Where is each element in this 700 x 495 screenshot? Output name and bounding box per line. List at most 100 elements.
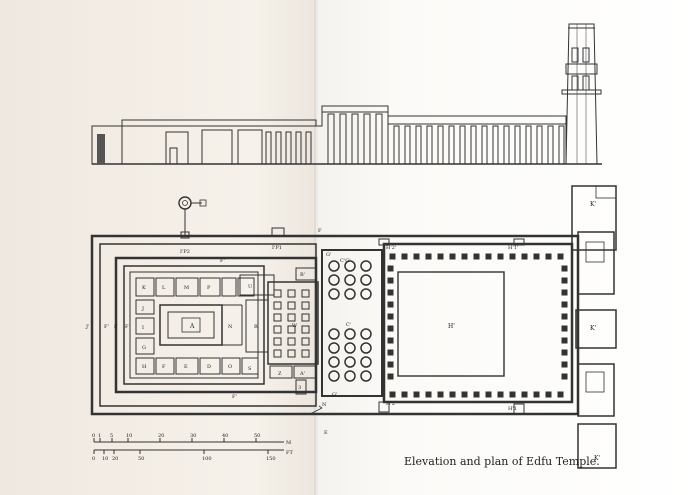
label-3: 3 <box>298 385 301 391</box>
court-column <box>473 391 480 398</box>
court-column <box>473 253 480 260</box>
label-room-m: M <box>184 285 189 291</box>
court-column <box>449 391 456 398</box>
hypostyle-column <box>360 260 372 272</box>
hypostyle-column <box>344 288 356 300</box>
court-column <box>533 391 540 398</box>
hypostyle-column <box>360 370 372 382</box>
label-hypostyle-bottom: G' <box>332 392 337 398</box>
court-column <box>561 313 568 320</box>
court-column <box>389 391 396 398</box>
hypostyle-column <box>360 288 372 300</box>
label-door-ip1: I'P1 <box>272 245 282 251</box>
court-column <box>387 265 394 272</box>
hypostyle-column <box>360 274 372 286</box>
hall-column <box>301 349 310 358</box>
court-column <box>461 253 468 260</box>
hypostyle-column <box>360 356 372 368</box>
label-room-g: G <box>142 345 146 351</box>
court-column <box>561 361 568 368</box>
scale-metric-label: 20 <box>158 433 164 439</box>
hall-column <box>287 349 296 358</box>
colonnade-column <box>536 125 543 165</box>
scale-metric-unit: M <box>286 440 291 446</box>
court-column <box>521 253 528 260</box>
hall-column <box>287 325 296 334</box>
hypostyle-columns <box>328 260 372 382</box>
hall-column <box>273 349 282 358</box>
hypostyle-column <box>328 342 340 354</box>
hall-column <box>301 289 310 298</box>
court-column <box>561 337 568 344</box>
court-column <box>509 391 516 398</box>
hall-column <box>287 289 296 298</box>
colonnade-column <box>470 125 477 165</box>
top-chambers <box>135 277 255 297</box>
label-room-d: D <box>207 364 211 370</box>
label-door-ip2: I'P2 <box>180 249 190 255</box>
hall-column <box>273 313 282 322</box>
hall-column <box>301 301 310 310</box>
label-door-h1bottom: H'1 <box>508 406 517 412</box>
court-column <box>557 253 564 260</box>
court-column <box>387 361 394 368</box>
colonnade-column <box>459 125 466 165</box>
label-hall-w: W <box>292 323 298 329</box>
court-columns <box>387 253 568 398</box>
hall-column <box>287 313 296 322</box>
label-room-p: P <box>207 285 211 291</box>
hypostyle-column <box>328 356 340 368</box>
colonnade-column <box>415 125 422 165</box>
hypostyle-column <box>328 328 340 340</box>
court-column <box>561 265 568 272</box>
court-column <box>437 391 444 398</box>
label-room-k: K <box>142 285 146 291</box>
court-column <box>497 391 504 398</box>
hypostyle-column <box>344 356 356 368</box>
label-hypostyle-center: C' <box>346 322 351 328</box>
label-exit-e: E <box>324 430 328 436</box>
label-corridor-f2-bottom: F' <box>232 394 237 400</box>
floor-plan <box>90 185 617 469</box>
hypostyle-column <box>344 260 356 272</box>
court-column <box>561 289 568 296</box>
court-column <box>401 253 408 260</box>
court-column <box>485 391 492 398</box>
court-column <box>561 373 568 380</box>
colonnade-column <box>547 125 554 165</box>
elevation-hypostyle-columns <box>327 113 383 165</box>
left-chambers <box>135 299 155 355</box>
court-column <box>413 391 420 398</box>
plan-labels: K' K' K' H' C'G' C' G' G' W A N R K L M … <box>85 201 600 462</box>
label-room-h: H <box>142 364 147 370</box>
label-court: H' <box>448 323 455 330</box>
label-room-l: L <box>162 285 166 291</box>
court-column <box>561 301 568 308</box>
court-column <box>437 253 444 260</box>
court-column <box>387 349 394 356</box>
elevation-inner-columns <box>265 131 312 165</box>
court-column <box>387 301 394 308</box>
figure-caption: Elevation and plan of Edfu Temple. <box>404 455 600 468</box>
label-pylon-3: K' <box>594 455 600 462</box>
label-corridor-f: F <box>125 324 129 330</box>
label-room-o: O <box>228 364 232 370</box>
hall-w-columns <box>273 289 310 358</box>
label-hypostyle-outer: C'G' <box>340 258 351 264</box>
colonnade-column <box>514 125 521 165</box>
label-corridor-f2: F' <box>220 258 225 264</box>
colonnade-column <box>503 125 510 165</box>
court-column <box>387 325 394 332</box>
label-hypostyle-top: G' <box>326 252 331 258</box>
scale-imperial-label: 10 <box>102 456 108 462</box>
colonnade-column <box>492 125 499 165</box>
scale-metric-label: 0 <box>92 433 95 439</box>
scale-imperial-unit: FT <box>286 450 293 456</box>
label-u: U <box>248 284 252 290</box>
court-column <box>387 373 394 380</box>
well-icon <box>178 196 192 210</box>
scale-metric-label: 1 <box>98 433 101 439</box>
colonnade-column <box>426 125 433 165</box>
court-column <box>425 253 432 260</box>
